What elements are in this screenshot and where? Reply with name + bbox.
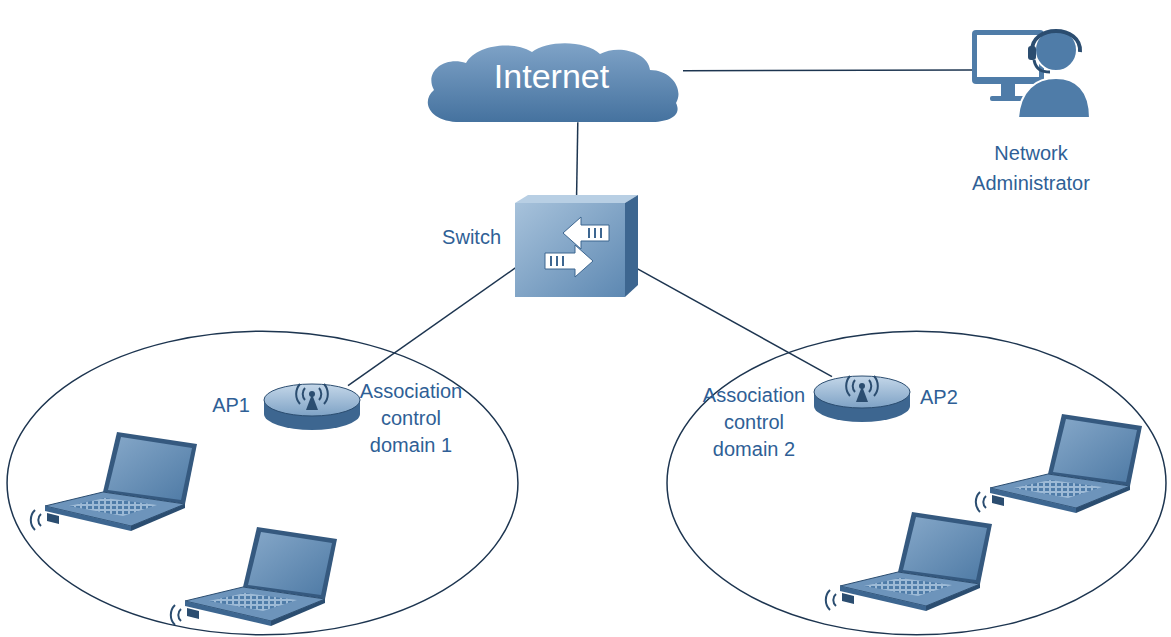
association-domain: Association control domain 2AP2 bbox=[665, 330, 1168, 636]
access-point: AP2 bbox=[812, 370, 912, 425]
administrator-icon-outline bbox=[972, 18, 1090, 118]
node-label: Association control domain 2 bbox=[690, 382, 818, 463]
network-link bbox=[683, 70, 972, 72]
switch-icon-outline bbox=[515, 195, 638, 297]
network-link bbox=[577, 122, 578, 201]
association-domain-outline bbox=[665, 330, 1168, 636]
administrator-icon: Network Administrator bbox=[972, 18, 1090, 118]
association-domain-outline bbox=[5, 330, 520, 636]
node-label: Internet bbox=[420, 56, 683, 97]
node-label: Association control domain 1 bbox=[347, 378, 475, 459]
internet-cloud: Internet bbox=[420, 40, 683, 123]
node-label: Switch bbox=[415, 225, 501, 249]
access-point-outline bbox=[812, 370, 912, 425]
access-point: AP1 bbox=[262, 378, 362, 433]
node-label: Network Administrator bbox=[951, 138, 1111, 198]
association-domain: Association control domain 1AP1 bbox=[5, 330, 520, 636]
access-point-outline bbox=[262, 378, 362, 433]
switch-icon: Switch bbox=[515, 195, 638, 297]
network-link bbox=[633, 266, 832, 376]
node-label: AP2 bbox=[920, 385, 978, 409]
node-label: AP1 bbox=[192, 393, 250, 417]
network-link bbox=[348, 266, 517, 385]
